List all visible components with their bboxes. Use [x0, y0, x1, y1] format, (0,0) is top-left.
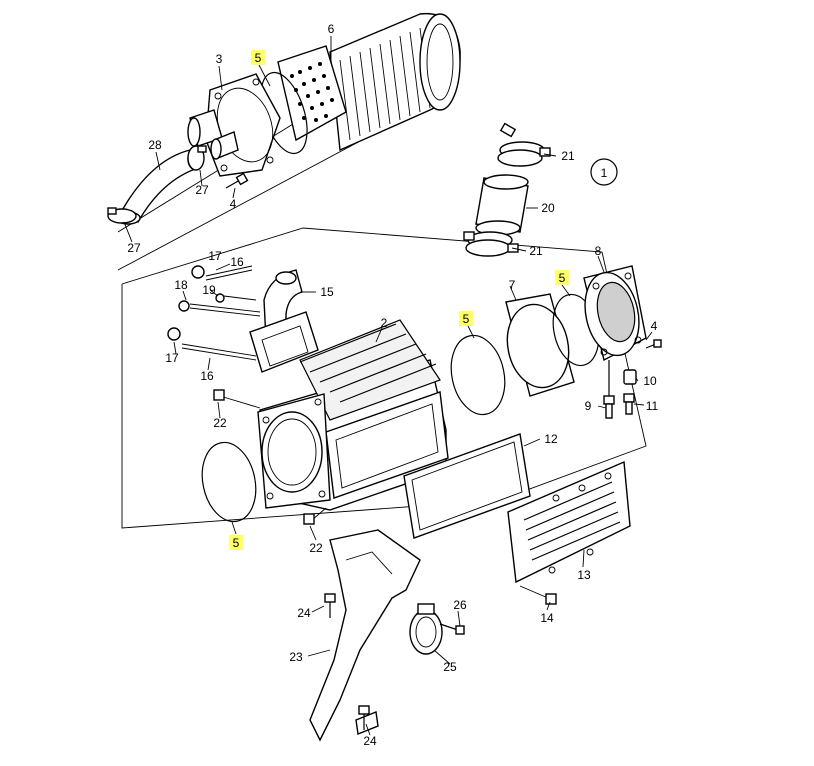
callout-27-upper: 27 [195, 183, 209, 197]
svg-text:5: 5 [255, 51, 262, 65]
bracket-23 [309, 529, 421, 742]
callout-21-upper: 21 [561, 149, 575, 163]
callout-17-lower: 17 [165, 351, 179, 365]
hose-clamp-27-lower [107, 207, 137, 224]
perforated-flange-6 [277, 45, 347, 142]
o-ring-5-left [201, 441, 257, 523]
bolt-14 [519, 585, 557, 605]
bolt-16-upper [191, 265, 253, 281]
callout-9: 9 [585, 399, 592, 413]
callout-12: 12 [544, 432, 558, 446]
svg-text:5: 5 [463, 312, 470, 326]
bolt-16-lower [167, 327, 257, 361]
charge-air-cooler-housing-2 [257, 319, 449, 511]
screw-26 [439, 623, 465, 635]
bolt-19 [215, 293, 257, 303]
callout-1: 1 [590, 158, 618, 186]
callout-19: 19 [202, 283, 216, 297]
screw-4-upper [225, 172, 249, 189]
sensor-9 [603, 360, 615, 419]
screw-4-right [645, 339, 662, 349]
end-cover-8 [583, 265, 647, 362]
callout-23: 23 [289, 650, 303, 664]
sensor-10 [623, 369, 637, 385]
callout-5-middle: 5 [459, 311, 473, 326]
o-ring-5-middle [450, 334, 506, 416]
bolt-18 [178, 300, 261, 317]
callout-13: 13 [577, 568, 591, 582]
svg-text:5: 5 [233, 536, 240, 550]
callout-14: 14 [540, 611, 554, 625]
callout-24-upper: 24 [297, 606, 311, 620]
callout-26: 26 [453, 598, 467, 612]
callout-1-label: 1 [601, 166, 608, 180]
side-cover-13 [507, 460, 631, 584]
leader-lines [123, 36, 653, 736]
inlet-flange-3 [187, 73, 281, 177]
callout-11: 11 [646, 399, 659, 413]
bolt-22-lower [303, 507, 327, 525]
callout-16-upper: 16 [230, 255, 244, 269]
callout-22-upper: 22 [213, 416, 227, 430]
callout-10: 10 [643, 374, 657, 388]
hose-clamp-21-lower [463, 231, 519, 257]
callout-6: 6 [328, 22, 335, 36]
callout-5-top: 5 [251, 50, 265, 65]
callout-25: 25 [443, 660, 457, 674]
callout-3: 3 [216, 52, 223, 66]
screw-24-upper [324, 593, 336, 618]
hose-clamp-27-upper [187, 145, 207, 171]
callout-7: 7 [509, 278, 516, 292]
callout-28: 28 [148, 138, 162, 152]
callout-27-lower: 27 [127, 241, 141, 255]
svg-text:5: 5 [559, 271, 566, 285]
callout-4-upper: 4 [230, 197, 237, 211]
clamp-25 [409, 603, 443, 655]
callout-16-lower: 16 [200, 369, 214, 383]
bolt-22-upper [213, 389, 261, 409]
callout-4-right: 4 [651, 319, 658, 333]
filter-element-6 [329, 12, 461, 152]
main-assembly-frame [121, 227, 647, 529]
callout-15: 15 [320, 285, 334, 299]
callout-22-lower: 22 [309, 541, 323, 555]
gasket-7 [505, 293, 575, 397]
hose-20 [475, 174, 529, 236]
screw-24-lower [358, 705, 370, 730]
callout-5-right: 5 [555, 270, 569, 285]
callout-18: 18 [174, 278, 188, 292]
callout-20: 20 [541, 201, 555, 215]
callout-24-lower: 24 [363, 734, 377, 748]
gasket-12 [403, 433, 531, 539]
callout-5-left: 5 [229, 535, 243, 550]
callout-8: 8 [595, 244, 602, 258]
callout-17-upper: 17 [208, 249, 222, 263]
hose-clamp-21-upper [497, 122, 551, 167]
sensor-11 [623, 393, 635, 415]
callout-2: 2 [381, 316, 388, 330]
callout-21-lower: 21 [529, 244, 543, 258]
